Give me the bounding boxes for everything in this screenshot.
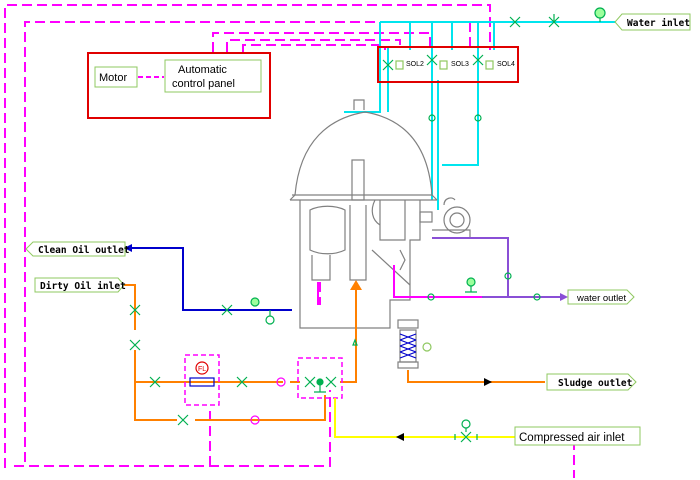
air-arrow [396,433,404,441]
control-lines [4,4,575,478]
air-valves [454,419,478,443]
water-outlet-magenta [393,265,482,298]
clean-oil-outlet-label: Clean Oil outlet [38,245,130,256]
solenoid-valve-box [377,46,519,83]
dirty-oil-inlet-label: Dirty Oil inlet [40,281,126,292]
flow-meter-group [184,354,220,406]
sol2-label: SOL2 [406,61,424,68]
water-outlet-valves [427,272,541,301]
sludge-line [407,370,545,383]
motor-label: Motor [99,72,127,84]
water-supply-lines [344,21,622,210]
separator-machine [289,99,471,329]
clean-oil-arrow [124,244,132,252]
water-outlet-arrow [560,293,568,301]
sludge-outlet-tag: Sludge outlet [546,373,637,391]
sludge-collector [397,319,432,369]
compressed-air-inlet-label: Compressed air inlet [519,432,625,444]
flow-meter-body [189,377,215,387]
pump-valves [304,376,337,393]
motor-box [94,66,138,88]
solenoid-valves [382,54,494,71]
compressed-air-tag [514,426,641,446]
sludge-arrow [484,378,492,386]
clean-oil-valves [221,297,275,325]
dirty-oil-inlet-tag: Dirty Oil inlet [34,277,126,293]
sol3-label: SOL3 [451,61,469,68]
pump-group [297,357,343,399]
sludge-outlet-label: Sludge outlet [558,378,632,389]
flow-meter-label: FL [198,366,206,373]
panel-label-line1: Automatic [178,64,227,76]
control-panel-box [87,52,271,119]
water-inlet-tag: Water inlet [614,13,691,31]
water-inlet-label: Water inlet [627,18,690,29]
panel-inner-box [164,59,262,93]
water-valves [428,7,606,122]
water-outlet-tag: water outlet [567,289,635,305]
sol4-label: SOL4 [497,61,515,68]
dirty-oil-valves [129,304,358,426]
clean-oil-outlet-tag: Clean Oil outlet [25,241,130,257]
water-outlet-label: water outlet [576,293,626,304]
flow-meter-gauge [195,361,209,375]
dirty-oil-arrow [350,280,362,290]
panel-label-line2: control panel [172,78,235,90]
clean-oil-lines [130,247,292,311]
dirty-oil-lines [122,282,357,421]
water-outlet-lines [432,237,560,298]
air-line [334,398,515,438]
